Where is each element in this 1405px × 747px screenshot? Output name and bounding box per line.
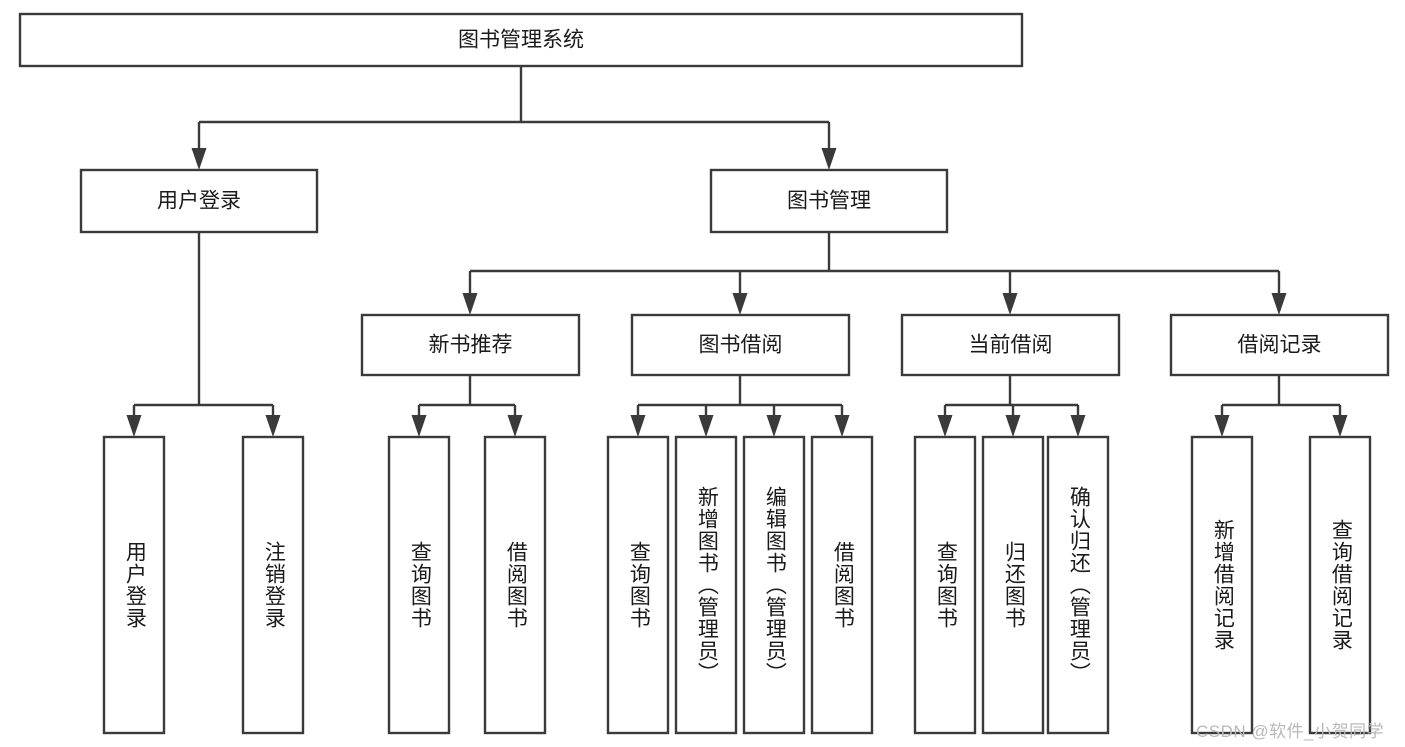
node-box-leaf-user-login[interactable] (102, 435, 166, 735)
node-leaf-query-book-1[interactable] (387, 435, 451, 735)
node-user-login[interactable]: 用户登录 (79, 168, 319, 234)
node-box-leaf-query-book-2[interactable] (606, 435, 670, 735)
node-label-new-book-rec: 新书推荐 (429, 334, 513, 357)
node-box-leaf-add-record[interactable] (1190, 435, 1254, 735)
node-new-book-rec[interactable]: 新书推荐 (360, 313, 581, 377)
node-label-borrow-record: 借阅记录 (1238, 334, 1322, 357)
node-leaf-add-record[interactable] (1190, 435, 1254, 735)
connector-group-user-login (126, 232, 281, 437)
node-leaf-user-login[interactable] (102, 435, 166, 735)
node-box-user-login[interactable] (79, 168, 319, 234)
node-leaf-confirm-return[interactable] (1046, 435, 1110, 735)
node-label-root: 图书管理系统 (458, 29, 584, 52)
connector-group-book-manage (462, 232, 1287, 315)
node-leaf-edit-book[interactable] (742, 435, 806, 735)
connector-group-borrow-record (1214, 375, 1348, 437)
node-leaf-return-book[interactable] (981, 435, 1045, 735)
node-leaf-query-book-2[interactable] (606, 435, 670, 735)
node-box-new-book-rec[interactable] (360, 313, 581, 377)
node-leaf-borrow-book-2[interactable] (810, 435, 874, 735)
node-box-leaf-edit-book[interactable] (742, 435, 806, 735)
node-box-leaf-query-book-1[interactable] (387, 435, 451, 735)
node-box-leaf-borrow-book-1[interactable] (483, 435, 547, 735)
node-label-user-login: 用户登录 (157, 190, 241, 213)
node-label-current-borrow: 当前借阅 (969, 334, 1053, 357)
node-label-book-borrow: 图书借阅 (699, 334, 783, 357)
node-book-borrow[interactable]: 图书借阅 (630, 313, 851, 377)
node-box-leaf-confirm-return[interactable] (1046, 435, 1110, 735)
node-leaf-query-record[interactable] (1308, 435, 1372, 735)
node-leaf-borrow-book-1[interactable] (483, 435, 547, 735)
node-leaf-query-book-3[interactable] (913, 435, 977, 735)
connector-group-root (191, 66, 837, 170)
node-box-leaf-return-book[interactable] (981, 435, 1045, 735)
node-box-leaf-query-book-3[interactable] (913, 435, 977, 735)
node-leaf-add-book[interactable] (674, 435, 738, 735)
node-box-book-borrow[interactable] (630, 313, 851, 377)
node-box-leaf-borrow-book-2[interactable] (810, 435, 874, 735)
node-box-current-borrow[interactable] (900, 313, 1121, 377)
node-label-book-manage: 图书管理 (787, 190, 871, 213)
node-borrow-record[interactable]: 借阅记录 (1169, 313, 1390, 377)
node-box-leaf-add-book[interactable] (674, 435, 738, 735)
node-leaf-logout[interactable] (241, 435, 305, 735)
node-root[interactable]: 图书管理系统 (18, 12, 1024, 68)
node-box-leaf-logout[interactable] (241, 435, 305, 735)
node-book-manage[interactable]: 图书管理 (709, 168, 949, 234)
connector-group-book-borrow (630, 375, 850, 437)
watermark-text: CSDN @软件_小贺同学 (1196, 722, 1385, 741)
node-box-leaf-query-record[interactable] (1308, 435, 1372, 735)
node-box-book-manage[interactable] (709, 168, 949, 234)
node-box-root[interactable] (18, 12, 1024, 68)
connector-group-current-borrow (937, 375, 1086, 437)
connector-group-new-book-rec (411, 375, 523, 437)
node-box-borrow-record[interactable] (1169, 313, 1390, 377)
node-current-borrow[interactable]: 当前借阅 (900, 313, 1121, 377)
